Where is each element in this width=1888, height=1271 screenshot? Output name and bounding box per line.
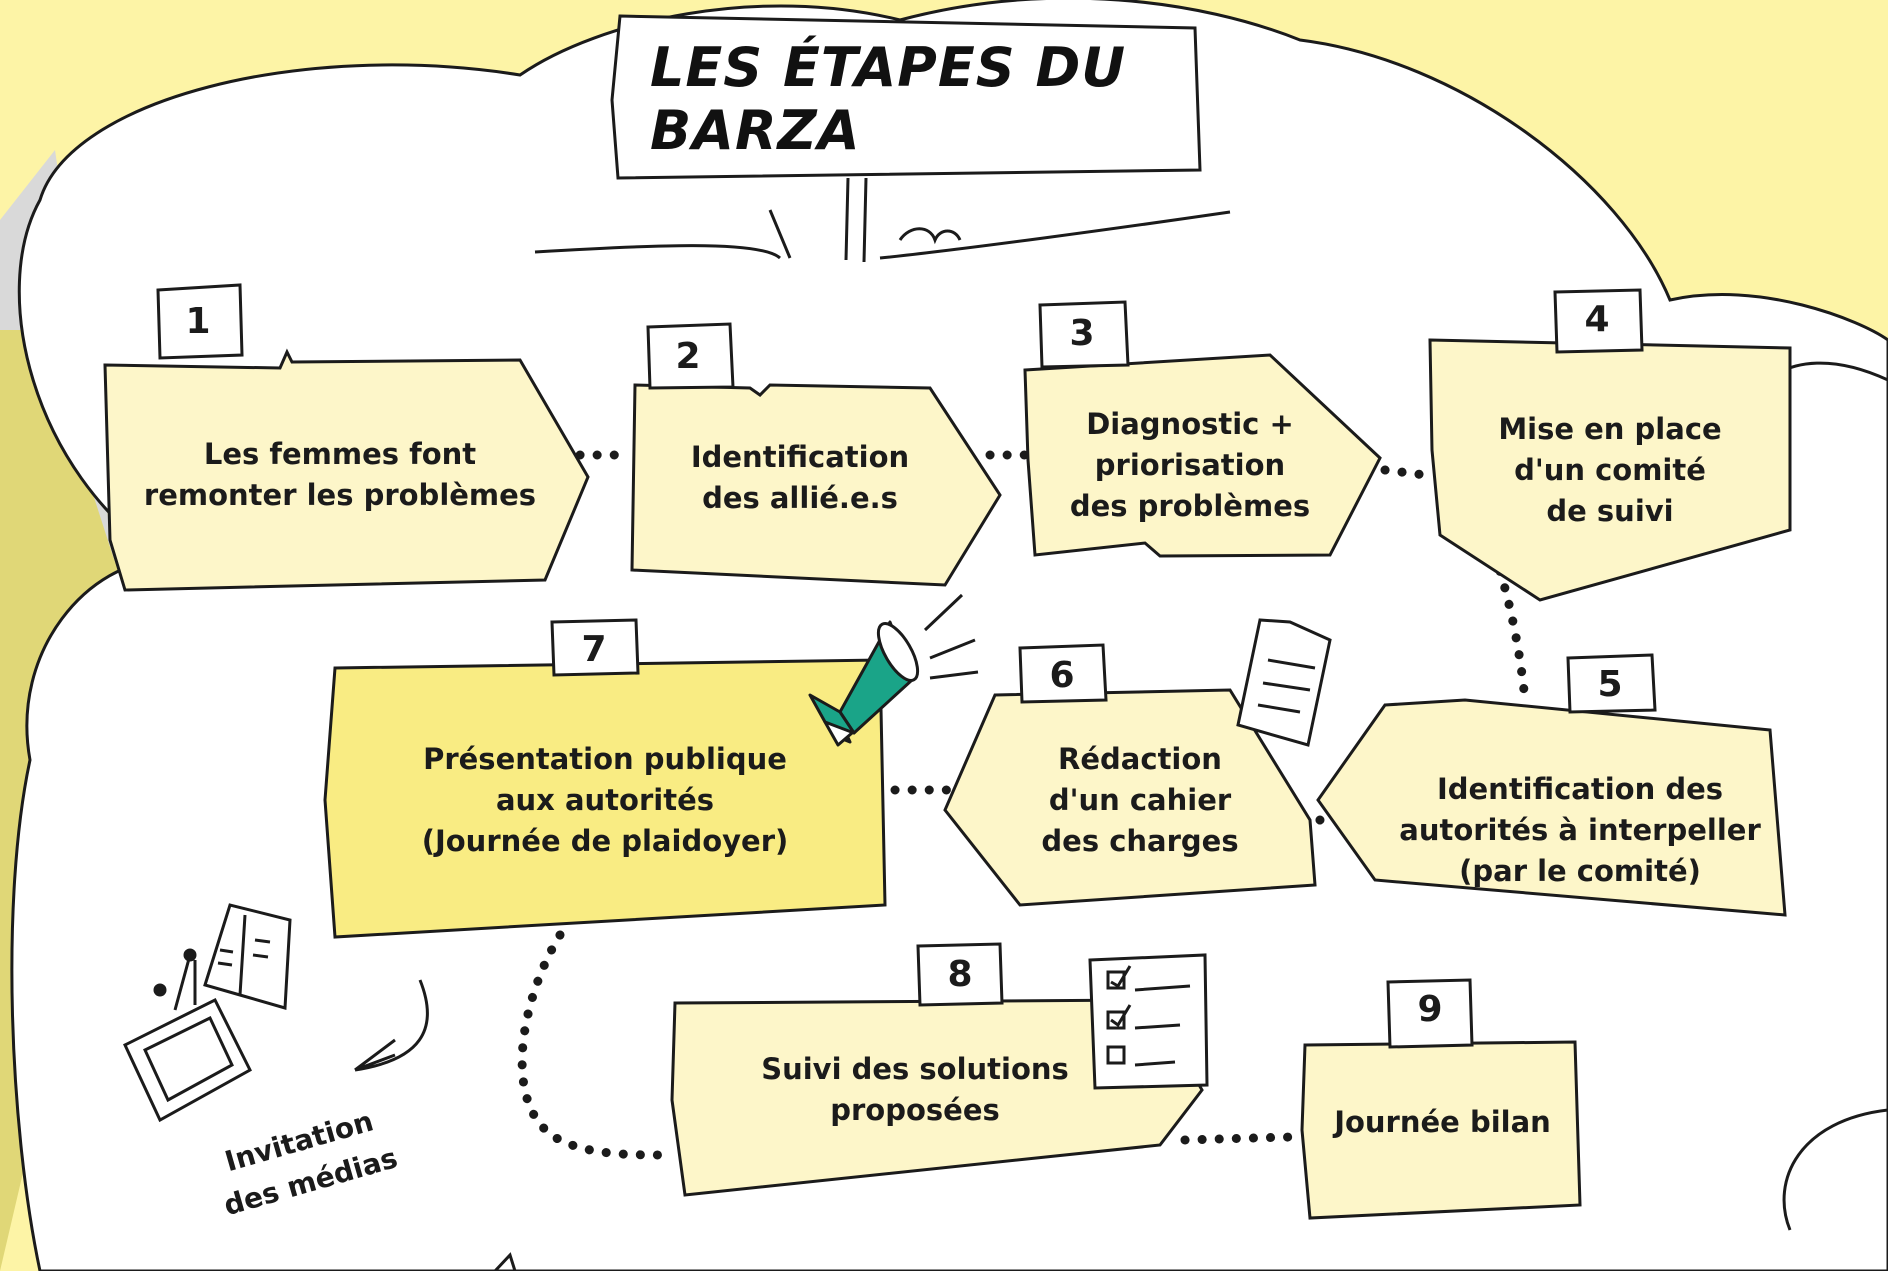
step-8-label: Suivi des solutions proposées: [761, 1052, 1069, 1127]
card-6-tab: [1018, 643, 1108, 704]
page-title: LES ÉTAPES DU BARZA: [650, 36, 1127, 162]
megaphone-icon: [808, 593, 979, 747]
bottom-tick: [493, 1252, 517, 1271]
media-arrow: [354, 979, 429, 1072]
step-2-number: 2: [675, 336, 701, 377]
cloud-shape: [10, 0, 1888, 1271]
step-5-number: 5: [1597, 664, 1623, 705]
document-icon: [1236, 618, 1332, 747]
cloud-bump-right-low: [1782, 1108, 1888, 1231]
card-2-shape: [630, 383, 1002, 587]
step-3-number: 3: [1069, 313, 1095, 354]
card-2-tab: [646, 322, 735, 390]
step-1-number: 1: [185, 301, 211, 342]
step-3-label: Diagnostic + priorisation des problèmes: [1069, 406, 1311, 523]
step-5-label: Identification des autorités à interpell…: [1399, 771, 1761, 888]
newspaper-icon: [203, 903, 292, 1010]
step-6-number: 6: [1049, 655, 1075, 696]
step-2-label: Identification des allié.e.s: [690, 440, 910, 515]
card-8-tab: [916, 942, 1004, 1007]
tv-icon: [123, 948, 252, 1123]
card-9-shape: [1300, 1040, 1582, 1220]
step-9-label: Journée bilan: [1334, 1105, 1551, 1139]
title-sign: [610, 14, 1202, 180]
card-4-shape: [1428, 338, 1792, 602]
step-4-label: Mise en place d'un comité de suivi: [1498, 411, 1722, 528]
checklist-icon: [1088, 953, 1209, 1090]
step-7-label: Présentation publique aux autorités (Jou…: [421, 741, 789, 858]
card-3-tab: [1038, 300, 1130, 369]
card-5-tab: [1566, 653, 1657, 714]
card-1-shape: [103, 348, 590, 592]
step-1-label: Les femmes font remonter les problèmes: [143, 437, 537, 512]
card-9-tab: [1386, 978, 1474, 1049]
card-5-shape: [1316, 698, 1787, 917]
card-7-tab: [550, 618, 640, 677]
step-4-number: 4: [1584, 299, 1610, 340]
step-8-number: 8: [947, 954, 973, 995]
step-7-number: 7: [581, 629, 607, 670]
card-6-shape: [943, 688, 1317, 907]
step-9-number: 9: [1417, 989, 1443, 1030]
card-4-tab: [1553, 288, 1644, 354]
ground-line: [534, 209, 1231, 260]
card-7-shape: [323, 658, 887, 939]
card-3-shape: [1023, 353, 1382, 558]
card-1-tab: [156, 283, 244, 360]
sign-post: [844, 177, 868, 263]
step-6-label: Rédaction d'un cahier des charges: [1041, 741, 1239, 858]
